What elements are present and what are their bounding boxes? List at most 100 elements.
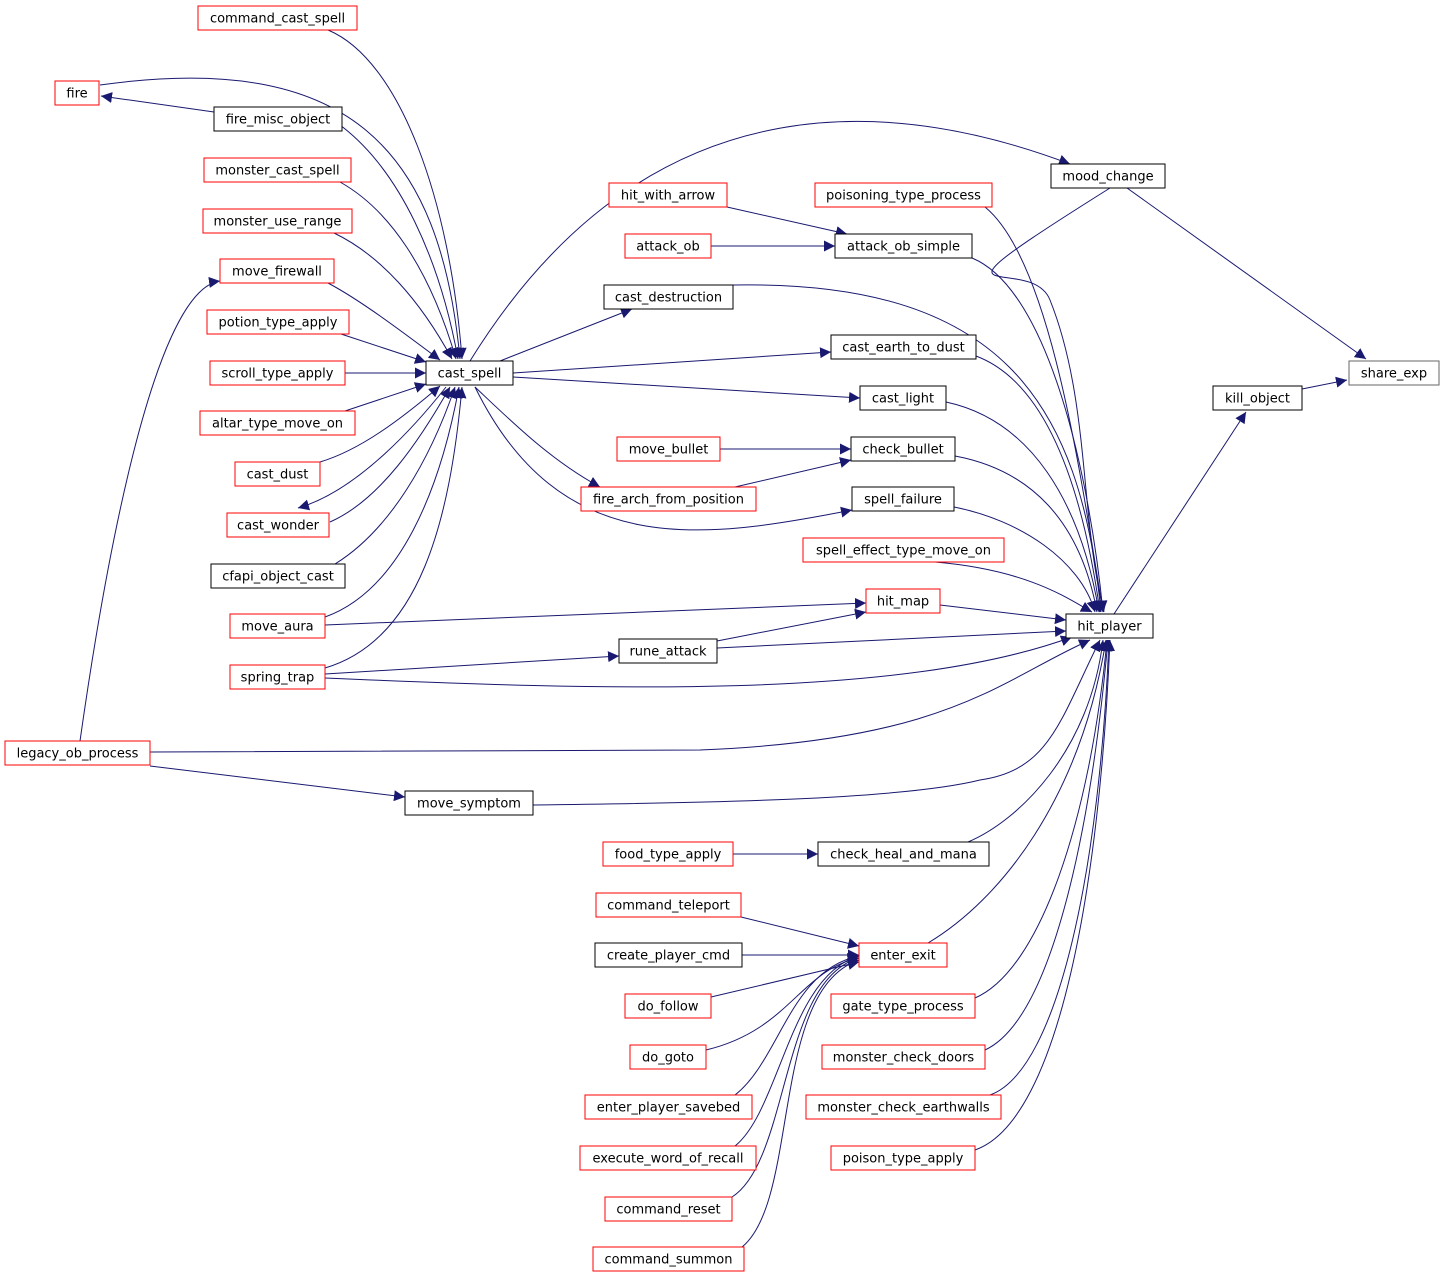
edge-hit_player-rune_attack	[716, 626, 1067, 649]
edge-enter_exit-do_follow	[710, 959, 860, 998]
node-box	[54, 80, 100, 106]
node-box	[234, 461, 321, 487]
node-label: poison_type_apply	[843, 1152, 964, 1167]
node-command-summon[interactable]: command_summon	[592, 1246, 745, 1272]
edge-cast_spell-fire	[99, 77, 465, 360]
node-box	[202, 208, 353, 234]
node-cast-wonder[interactable]: cast_wonder	[226, 512, 330, 538]
node-box	[425, 360, 514, 386]
node-check-bullet[interactable]: check_bullet	[850, 436, 956, 462]
node-hit-player[interactable]: hit_player	[1065, 613, 1154, 639]
node-cfapi-object-cast[interactable]: cfapi_object_cast	[210, 563, 346, 589]
node-enter-exit[interactable]: enter_exit	[858, 942, 948, 968]
node-spring-trap[interactable]: spring_trap	[229, 664, 326, 690]
node-hit-map[interactable]: hit_map	[865, 588, 941, 614]
node-poisoning-type-process[interactable]: poisoning_type_process	[814, 182, 993, 208]
node-box	[616, 436, 721, 462]
node-box	[851, 486, 955, 512]
node-monster-check-doors[interactable]: monster_check_doors	[821, 1044, 986, 1070]
node-label: enter_exit	[870, 949, 935, 964]
node-move-symptom[interactable]: move_symptom	[404, 790, 534, 816]
node-move-aura[interactable]: move_aura	[229, 613, 326, 639]
edge-cast_destruction-cast_spell	[499, 307, 633, 362]
node-monster-use-range[interactable]: monster_use_range	[202, 208, 353, 234]
node-cast-light[interactable]: cast_light	[859, 385, 947, 411]
node-box	[624, 233, 712, 259]
node-check-heal-and-mana[interactable]: check_heal_and_mana	[817, 841, 990, 867]
node-move-firewall[interactable]: move_firewall	[219, 258, 335, 284]
edge-hit_player-monster_check_earthwalls	[989, 639, 1115, 1096]
node-altar-type-move-on[interactable]: altar_type_move_on	[199, 410, 356, 436]
node-enter-player-savebed[interactable]: enter_player_savebed	[584, 1094, 753, 1120]
node-scroll-type-apply[interactable]: scroll_type_apply	[209, 360, 346, 386]
node-legacy-ob-process[interactable]: legacy_ob_process	[4, 740, 151, 766]
node-cast-spell[interactable]: cast_spell	[425, 360, 514, 386]
edge-attack_ob_simple-hit_with_arrow	[726, 206, 848, 237]
node-do-goto[interactable]: do_goto	[629, 1044, 707, 1070]
node-execute-word-of-recall[interactable]: execute_word_of_recall	[579, 1145, 757, 1171]
node-potion-type-apply[interactable]: potion_type_apply	[206, 309, 350, 335]
node-label: cast_light	[872, 392, 934, 407]
node-label: monster_check_doors	[833, 1051, 975, 1066]
node-share-exp[interactable]: share_exp	[1348, 360, 1440, 386]
node-command-reset[interactable]: command_reset	[604, 1196, 733, 1222]
node-label: command_summon	[605, 1253, 733, 1268]
edge-cast_spell-cast_dust	[319, 385, 441, 463]
node-cast-earth-to-dust[interactable]: cast_earth_to_dust	[830, 334, 977, 360]
node-kill-object[interactable]: kill_object	[1212, 385, 1303, 411]
node-command-teleport[interactable]: command_teleport	[595, 892, 742, 918]
edge-hit_player-kill_object	[1113, 411, 1247, 615]
node-monster-check-earthwalls[interactable]: monster_check_earthwalls	[805, 1094, 1002, 1120]
node-fire-misc-object[interactable]: fire_misc_object	[213, 106, 343, 132]
node-box	[604, 1196, 733, 1222]
node-fire-arch-from-position[interactable]: fire_arch_from_position	[580, 486, 757, 512]
node-rune-attack[interactable]: rune_attack	[618, 638, 718, 664]
node-box	[858, 942, 948, 968]
edge-move_firewall-legacy_ob_process	[79, 276, 221, 742]
node-box	[834, 233, 973, 259]
node-label: monster_cast_spell	[215, 164, 339, 179]
node-label: cast_earth_to_dust	[842, 341, 965, 356]
node-command-cast-spell[interactable]: command_cast_spell	[197, 5, 358, 31]
node-box	[197, 5, 358, 31]
node-cast-destruction[interactable]: cast_destruction	[603, 284, 734, 310]
node-label: rune_attack	[629, 645, 707, 660]
node-label: altar_type_move_on	[212, 417, 343, 432]
edge-hit_player-mood_change	[991, 187, 1111, 613]
node-label: cast_spell	[438, 367, 502, 382]
node-box	[579, 1145, 757, 1171]
node-hit-with-arrow[interactable]: hit_with_arrow	[608, 182, 728, 208]
node-spell-effect-type-move-on[interactable]: spell_effect_type_move_on	[802, 537, 1005, 563]
node-box	[206, 309, 350, 335]
node-attack-ob[interactable]: attack_ob	[624, 233, 712, 259]
node-fire[interactable]: fire	[54, 80, 100, 106]
node-spell-failure[interactable]: spell_failure	[851, 486, 955, 512]
node-do-follow[interactable]: do_follow	[624, 993, 712, 1019]
node-box	[1050, 163, 1166, 189]
edge-cast_spell-altar_type_move_on	[344, 382, 427, 412]
node-food-type-apply[interactable]: food_type_apply	[602, 841, 734, 867]
node-create-player-cmd[interactable]: create_player_cmd	[594, 942, 743, 968]
node-box	[1212, 385, 1303, 411]
edge-rune_attack-spring_trap	[324, 651, 620, 675]
node-label: do_follow	[637, 1000, 698, 1015]
node-attack-ob-simple[interactable]: attack_ob_simple	[834, 233, 973, 259]
node-box	[830, 334, 977, 360]
node-cast-dust[interactable]: cast_dust	[234, 461, 321, 487]
edge-check_bullet-fire_arch_from_position	[734, 457, 852, 488]
node-box	[850, 436, 956, 462]
node-move-bullet[interactable]: move_bullet	[616, 436, 721, 462]
node-box	[213, 106, 343, 132]
nodes: share_exp kill_object mood_change hit_playe…	[4, 5, 1440, 1272]
node-label: gate_type_process	[842, 1000, 964, 1015]
node-label: cast_wonder	[237, 519, 320, 534]
node-poison-type-apply[interactable]: poison_type_apply	[830, 1145, 976, 1171]
node-box	[859, 385, 947, 411]
node-gate-type-process[interactable]: gate_type_process	[830, 993, 976, 1019]
node-mood-change[interactable]: mood_change	[1050, 163, 1166, 189]
edge-cast_spell-move_aura	[324, 386, 463, 618]
node-box	[814, 182, 993, 208]
edge-cast_spell-move_firewall	[327, 282, 441, 361]
edge-hit_player-attack_ob_simple	[971, 257, 1108, 613]
node-monster-cast-spell[interactable]: monster_cast_spell	[203, 157, 352, 183]
